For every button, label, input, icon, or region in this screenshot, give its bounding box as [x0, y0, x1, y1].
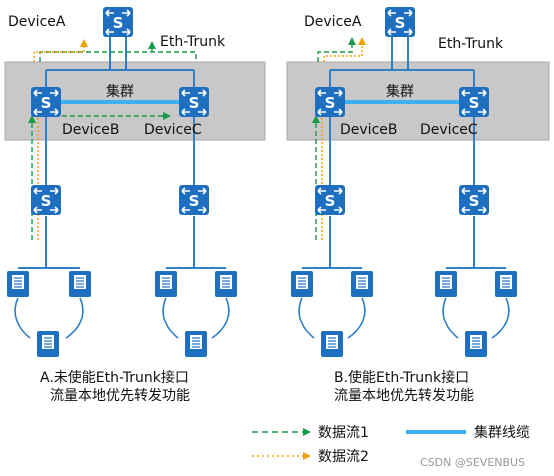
server-icon: [434, 270, 458, 298]
server-icon: [214, 270, 238, 298]
server-icon: [320, 330, 344, 358]
cluster-label: 集群: [386, 83, 414, 100]
server-icon: [464, 330, 488, 358]
device-a-label: DeviceA: [8, 14, 66, 30]
switch-glyph: S: [41, 192, 52, 210]
switch-glyph: S: [325, 94, 336, 112]
server-icon: [184, 330, 208, 358]
panel-b: S S S S S DeviceA Eth-Trunk 集群 DeviceB D…: [286, 6, 550, 404]
server-icon: [154, 270, 178, 298]
watermark: CSDN @SEVENBUS: [420, 456, 525, 469]
switch-glyph: S: [189, 192, 200, 210]
server-icon: [68, 270, 92, 298]
server-icon: [350, 270, 374, 298]
device-c-label: DeviceC: [420, 122, 478, 138]
device-c-label: DeviceC: [144, 122, 202, 138]
server-icon: [36, 330, 60, 358]
switch-glyph: S: [189, 94, 200, 112]
caption-line2: 流量本地优先转发功能: [334, 388, 474, 404]
legend-flow2-label: 数据流2: [318, 449, 369, 465]
switch-glyph: S: [395, 14, 406, 32]
device-b-label: DeviceB: [62, 122, 119, 138]
eth-trunk-label: Eth-Trunk: [438, 36, 504, 52]
legend: 数据流1 数据流2 集群线缆: [252, 424, 530, 465]
physical-links: [302, 30, 506, 269]
switch-glyph: S: [113, 14, 124, 32]
server-icon: [494, 270, 518, 298]
eth-trunk-label: Eth-Trunk: [160, 34, 226, 50]
caption-line2: 流量本地优先转发功能: [50, 388, 190, 404]
caption-line1: B.使能Eth-Trunk接口: [334, 369, 469, 386]
switch-glyph: S: [41, 94, 52, 112]
cluster-label: 集群: [106, 83, 134, 100]
caption-line1: A.未使能Eth-Trunk接口: [40, 369, 189, 386]
device-a-label: DeviceA: [304, 14, 362, 30]
server-icon: [6, 270, 30, 298]
switch-glyph: S: [325, 192, 336, 210]
legend-flow1-label: 数据流1: [318, 425, 369, 441]
panel-a: S S S S S DeviceA Eth-Trunk 集群 DeviceB D…: [4, 6, 266, 404]
server-icon: [290, 270, 314, 298]
device-b-label: DeviceB: [340, 122, 397, 138]
switch-glyph: S: [469, 192, 480, 210]
switch-glyph: S: [469, 94, 480, 112]
legend-cable-label: 集群线缆: [474, 424, 530, 441]
